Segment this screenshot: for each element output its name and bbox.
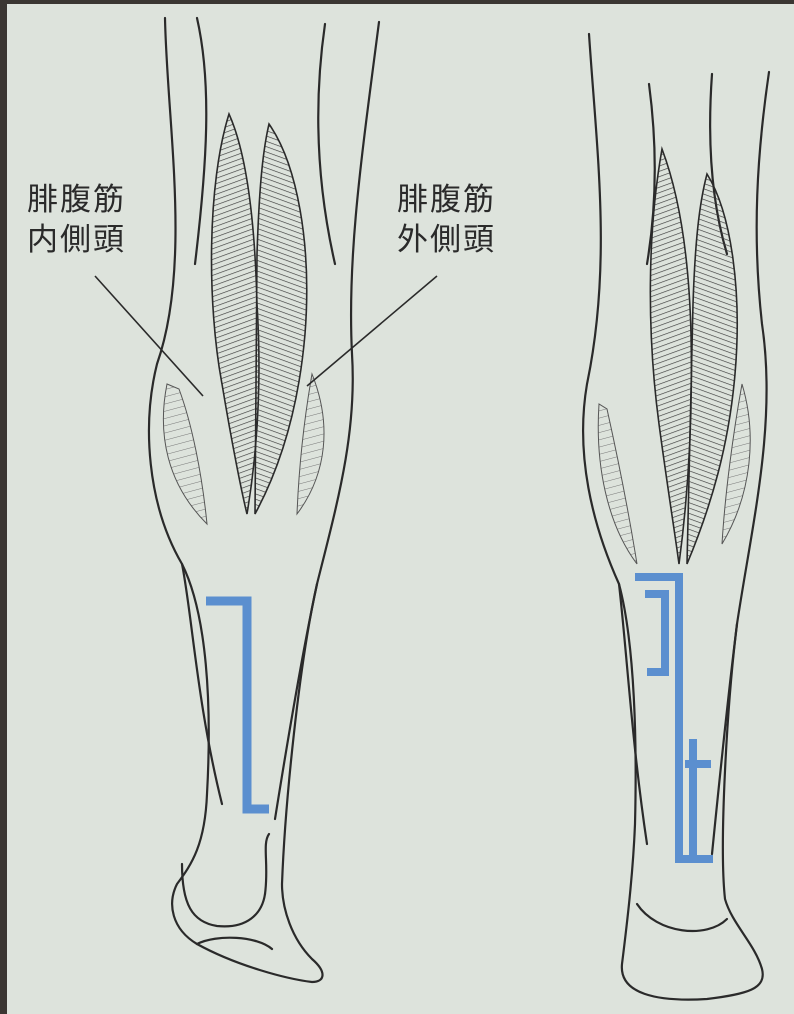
- leader-line-medial: [95, 276, 203, 396]
- label-medial-line2: 内側頭: [27, 220, 126, 260]
- label-lateral-line1: 腓腹筋: [397, 180, 496, 220]
- illustration-sheet: 腓腹筋 内側頭 腓腹筋 外側頭: [7, 4, 794, 1014]
- right-kinesio-tape: [635, 577, 713, 859]
- label-lateral-line2: 外側頭: [397, 220, 496, 260]
- left-gastrocnemius: [163, 114, 324, 524]
- label-medial-line1: 腓腹筋: [27, 180, 126, 220]
- leader-line-lateral: [307, 276, 437, 386]
- label-gastrocnemius-medial-head: 腓腹筋 内側頭: [27, 180, 126, 260]
- calf-illustration: [7, 4, 794, 1014]
- right-gastrocnemius: [598, 149, 750, 564]
- label-gastrocnemius-lateral-head: 腓腹筋 外側頭: [397, 180, 496, 260]
